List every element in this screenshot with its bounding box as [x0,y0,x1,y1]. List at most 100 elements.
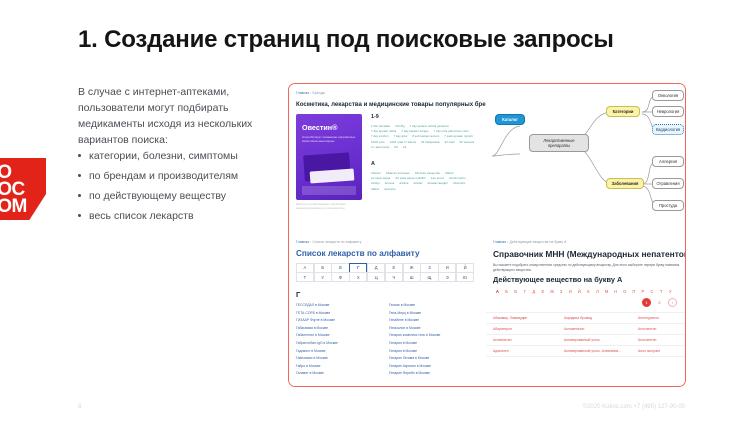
alphabet-letter[interactable]: И [438,262,457,273]
alphabet-letter[interactable]: З [559,289,563,294]
brand-link[interactable]: 8и зеленок [459,140,475,144]
alphabet-letter[interactable]: А [295,262,315,273]
alphabet-letter[interactable]: Е [541,289,545,294]
mindmap-node-diseases[interactable]: Заболевания [606,178,644,189]
alphabet-letter[interactable]: Ж [402,262,421,273]
alphabet-letter[interactable]: У [668,289,672,294]
drug-list-column-left[interactable]: ГЕССЕДАЛ в Москве ГЕТА-СОРБ в Москве ГИЗ… [296,302,384,378]
list-item[interactable]: Гепа-Мерц в Москве [389,310,422,315]
substance-link[interactable]: Агомелатин [493,338,512,342]
drug-list-column-right[interactable]: Геомаг в Москве Гепа-Мерц в Москве Гепаб… [389,302,477,378]
list-item[interactable]: Гайномакс в Москве [296,356,328,361]
list-item[interactable]: Габапентин в Москве [296,333,330,338]
alphabet-letter[interactable]: Б [313,262,332,273]
alphabet-letter[interactable]: Ш [402,272,421,283]
list-item[interactable]: Гепарин Лечива в Москве [389,356,430,361]
alphabet-letter[interactable]: С [650,289,654,294]
alphabet-letter[interactable]: Р [641,289,645,294]
alphabet-letter[interactable]: Т [659,289,663,294]
brand-link[interactable]: Abbott [445,172,454,175]
brand-link[interactable]: 4 с ментолом [371,145,389,149]
substance-link[interactable]: Аклометазон [564,327,585,331]
breadcrumb-home[interactable]: Главная [493,240,507,244]
mindmap-leaf-cardiology[interactable]: Кардиология [652,124,684,135]
substance-link[interactable]: Аллопуринол [638,316,660,320]
alphabet-letter[interactable]: Т [295,272,315,283]
alphabet-letter[interactable]: О [623,289,627,294]
alphabet-letter[interactable]: М [604,289,609,294]
mindmap-node-middle[interactable]: Лекарственные препараты [529,134,589,152]
brand-link[interactable]: А1 [402,145,407,149]
alphabet-letter[interactable]: Ф [331,272,350,283]
list-item[interactable]: Гепарин комплекс гель в Москве [389,333,441,338]
alphabet-letter-active[interactable]: Г [349,262,368,273]
substance-link[interactable]: Алоглиптин [638,338,657,342]
alphabet-letter[interactable]: В [514,289,518,294]
list-item[interactable]: ГЕССЕДАЛ в Москве [296,303,330,307]
mindmap-leaf-allergy[interactable]: Аллергия [652,156,684,167]
brand-link[interactable]: Acilopt [371,182,380,186]
breadcrumb-home[interactable]: Главная [296,91,310,95]
brand-link[interactable]: Adriina [399,182,409,186]
brand-link[interactable]: 112 dfg [395,125,405,128]
alphabet-letter[interactable]: И [568,289,572,294]
brand-link[interactable]: АО [393,145,398,149]
brand-link[interactable]: 7 day аромат oblivia glvmtous [409,125,449,128]
list-item[interactable]: Гепарин в Москве [389,340,418,345]
alphabet-letter[interactable]: Щ [420,272,439,283]
brand-link[interactable]: Аромастандарт [427,182,449,186]
brand-links-numeric[interactable]: 1 бел витамин 112 dfg 7 day аромат oblivia… [371,124,481,150]
substance-link[interactable]: Адапален [493,349,509,353]
list-item[interactable]: ГЕТА-СОРБ в Москве [296,310,331,315]
list-item[interactable]: Гадовист в Москве [296,348,326,353]
brand-link[interactable]: Абисил [371,172,381,175]
mnn-alphabet-selector[interactable]: А Б В Г Д Е Ж З И Й К Л М Н О П Р С Т У [493,289,683,294]
breadcrumb-home[interactable]: Главная [296,240,310,244]
brand-link[interactable]: 34 snail [444,140,455,144]
list-item[interactable]: Гепабене в Москве [389,318,420,323]
alphabet-letter[interactable]: Ч [384,272,404,283]
alphabet-letter-active[interactable]: А [495,289,500,294]
brand-link[interactable]: Абактал аптечное [385,172,410,175]
brand-link[interactable]: 7 day comfort [371,135,389,139]
brand-link[interactable]: Абсолют вещество [414,172,441,175]
list-item[interactable]: Галавит в Москве [296,371,324,376]
substance-link[interactable]: Абиратерон [493,327,512,331]
brand-link[interactable]: Acuvue [384,182,395,186]
list-item[interactable]: Габагамма в Москве [296,325,329,330]
brand-link[interactable]: 1000 трав от кашля [389,140,417,144]
brand-link[interactable]: 1 бел витамин [371,125,391,128]
mindmap-node-root[interactable]: Каталог [495,114,525,125]
brand-link[interactable]: Apomorp [384,187,396,191]
alphabet-letter[interactable]: У [313,272,332,283]
alphabet-letter[interactable]: Г [523,289,527,294]
alphabet-letter[interactable]: Е [384,262,404,273]
brand-link[interactable]: Air крем верхи multiflor [395,177,426,181]
mindmap-leaf-poisoning[interactable]: Отравления [652,178,684,189]
substance-link[interactable]: Абакавир, Ламивудин [493,316,528,320]
alphabet-letter[interactable]: Й [455,262,475,273]
pagination-next-icon[interactable]: › [668,298,677,307]
list-item[interactable]: Габриглобин-IgG в Москве [296,340,338,345]
alphabet-letter[interactable]: К [587,289,590,294]
alphabet-letter[interactable]: Ц [366,272,386,283]
alphabet-letter[interactable]: В [331,262,350,273]
brand-link[interactable]: 100% pure [371,140,385,144]
alphabet-letter[interactable]: З [420,262,439,273]
alphabet-letter[interactable]: Ю [455,272,475,283]
mindmap-leaf-neurology[interactable]: Неврология [652,106,684,117]
brand-link[interactable]: Aldent [371,187,380,191]
substance-link[interactable]: Алоэ экстракт [638,349,661,353]
brand-link[interactable]: 7 pack аромат typpoli [444,135,473,139]
substance-link[interactable]: Активированный уголь [564,338,600,342]
pagination-page-1[interactable]: 1 [642,298,651,307]
list-item[interactable]: Гепарин Акрихин в Москве [389,363,432,368]
alphabet-letter[interactable]: Б [505,289,509,294]
alphabet-letter[interactable]: Д [366,262,386,273]
list-item[interactable]: Геомаг в Москве [389,303,416,307]
substance-link[interactable]: Акридина бромид [564,316,593,320]
list-item[interactable]: Гайро в Москве [296,363,321,368]
brand-link[interactable]: Absorplin [453,182,466,186]
alphabet-letter[interactable]: Н [614,289,618,294]
mindmap-leaf-cold[interactable]: Простуда [652,200,684,211]
